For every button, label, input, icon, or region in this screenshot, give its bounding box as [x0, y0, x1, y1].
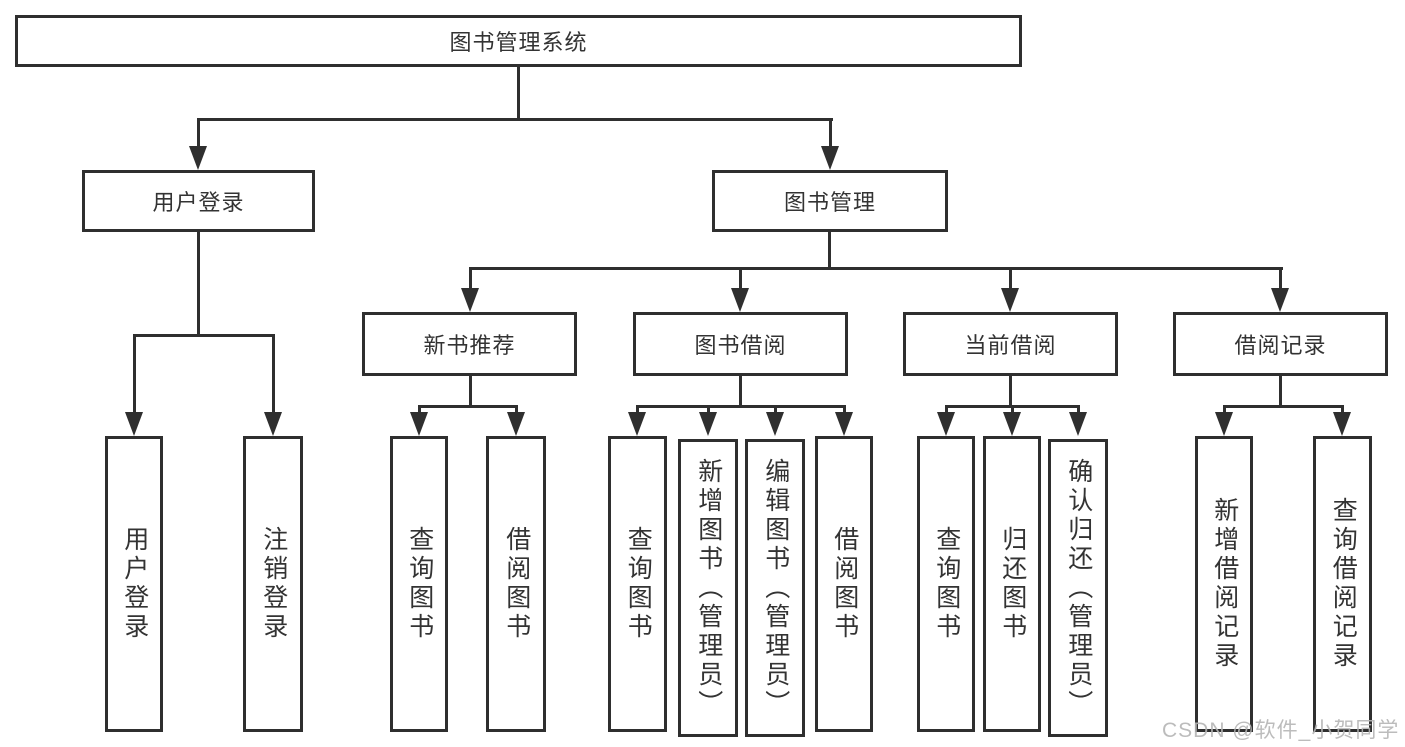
connector-line [272, 334, 275, 414]
connector-line [1279, 267, 1282, 291]
connector-line [636, 405, 639, 417]
csdn-watermark: CSDN @软件_小贺同学 [1162, 719, 1400, 742]
connector-line [1223, 405, 1344, 408]
arrow-down-icon [1333, 412, 1351, 436]
connector-line [774, 405, 777, 417]
connector-line [945, 405, 948, 417]
connector-line [418, 405, 518, 408]
node-label: 查询图书 [932, 526, 961, 642]
node-leaf-user-login: 用户登录 [105, 436, 163, 732]
node-label: 注销登录 [259, 526, 288, 642]
node-label: 用户登录 [152, 190, 245, 215]
arrow-down-icon [507, 412, 525, 436]
node-label: 当前借阅 [964, 333, 1057, 358]
node-leaf-query-book-3: 查询图书 [917, 436, 975, 732]
arrow-down-icon [264, 412, 282, 436]
arrow-down-icon [835, 412, 853, 436]
arrow-down-icon [1069, 412, 1087, 436]
connector-line [197, 232, 200, 336]
connector-line [829, 118, 832, 148]
node-label: 归还图书 [998, 526, 1027, 642]
node-label: 查询图书 [624, 526, 653, 642]
connector-line [133, 334, 136, 414]
arrow-down-icon [189, 146, 207, 170]
node-leaf-confirm-return-admin: 确认归还（管理员） [1048, 439, 1108, 737]
connector-line [1077, 405, 1080, 417]
node-leaf-borrow-book-1: 借阅图书 [486, 436, 546, 732]
arrow-down-icon [125, 412, 143, 436]
arrow-down-icon [1001, 288, 1019, 312]
arrow-down-icon [461, 288, 479, 312]
connector-line [739, 267, 742, 291]
connector-line [469, 267, 1283, 270]
node-leaf-add-book-admin: 新增图书（管理员） [678, 439, 738, 737]
arrow-down-icon [766, 412, 784, 436]
node-leaf-borrow-book-2: 借阅图书 [815, 436, 873, 732]
connector-line [1009, 375, 1012, 407]
arrow-down-icon [731, 288, 749, 312]
node-root-label: 图书管理系统 [449, 30, 588, 55]
arrow-down-icon [821, 146, 839, 170]
connector-line [515, 405, 518, 417]
arrow-down-icon [699, 412, 717, 436]
node-book-management-group: 图书管理 [712, 170, 948, 232]
connector-line [1011, 405, 1014, 417]
node-leaf-logout: 注销登录 [243, 436, 303, 732]
connector-line [1223, 405, 1226, 417]
node-leaf-return-book: 归还图书 [983, 436, 1041, 732]
node-label: 用户登录 [120, 526, 149, 642]
connector-line [707, 405, 710, 417]
arrow-down-icon [410, 412, 428, 436]
connector-line [739, 375, 742, 407]
node-user-login-group: 用户登录 [82, 170, 315, 232]
arrow-down-icon [1215, 412, 1233, 436]
arrow-down-icon [628, 412, 646, 436]
connector-line [197, 118, 833, 121]
connector-line [828, 232, 831, 270]
node-label: 新增借阅记录 [1210, 497, 1239, 671]
connector-line [133, 334, 275, 337]
node-leaf-add-borrow-record: 新增借阅记录 [1195, 436, 1253, 732]
node-current-borrow: 当前借阅 [903, 312, 1118, 376]
node-leaf-query-borrow-record: 查询借阅记录 [1313, 436, 1372, 732]
node-label: 查询借阅记录 [1329, 497, 1358, 671]
connector-line [1341, 405, 1344, 417]
arrow-down-icon [937, 412, 955, 436]
connector-line [636, 405, 846, 408]
connector-line [197, 118, 200, 148]
connector-line [843, 405, 846, 417]
node-borrow-records: 借阅记录 [1173, 312, 1388, 376]
arrow-down-icon [1271, 288, 1289, 312]
node-leaf-query-book-2: 查询图书 [608, 436, 667, 732]
node-label: 借阅图书 [830, 526, 859, 642]
node-label: 借阅图书 [502, 526, 531, 642]
connector-line [517, 67, 520, 119]
node-new-book-recommend: 新书推荐 [362, 312, 577, 376]
node-book-borrow: 图书借阅 [633, 312, 848, 376]
node-label: 编辑图书（管理员） [761, 457, 790, 719]
node-label: 新书推荐 [423, 333, 516, 358]
arrow-down-icon [1003, 412, 1021, 436]
node-leaf-edit-book-admin: 编辑图书（管理员） [745, 439, 805, 737]
node-label: 查询图书 [405, 526, 434, 642]
connector-line [1279, 375, 1282, 407]
connector-line [469, 267, 472, 291]
connector-line [1009, 267, 1012, 291]
node-label: 图书管理 [783, 190, 876, 215]
connector-line [469, 375, 472, 407]
node-root-system: 图书管理系统 [15, 15, 1022, 67]
node-label: 新增图书（管理员） [694, 457, 723, 719]
connector-line [418, 405, 421, 417]
node-label: 确认归还（管理员） [1064, 457, 1093, 719]
node-leaf-query-book-1: 查询图书 [390, 436, 448, 732]
node-label: 借阅记录 [1234, 333, 1327, 358]
node-label: 图书借阅 [694, 333, 787, 358]
